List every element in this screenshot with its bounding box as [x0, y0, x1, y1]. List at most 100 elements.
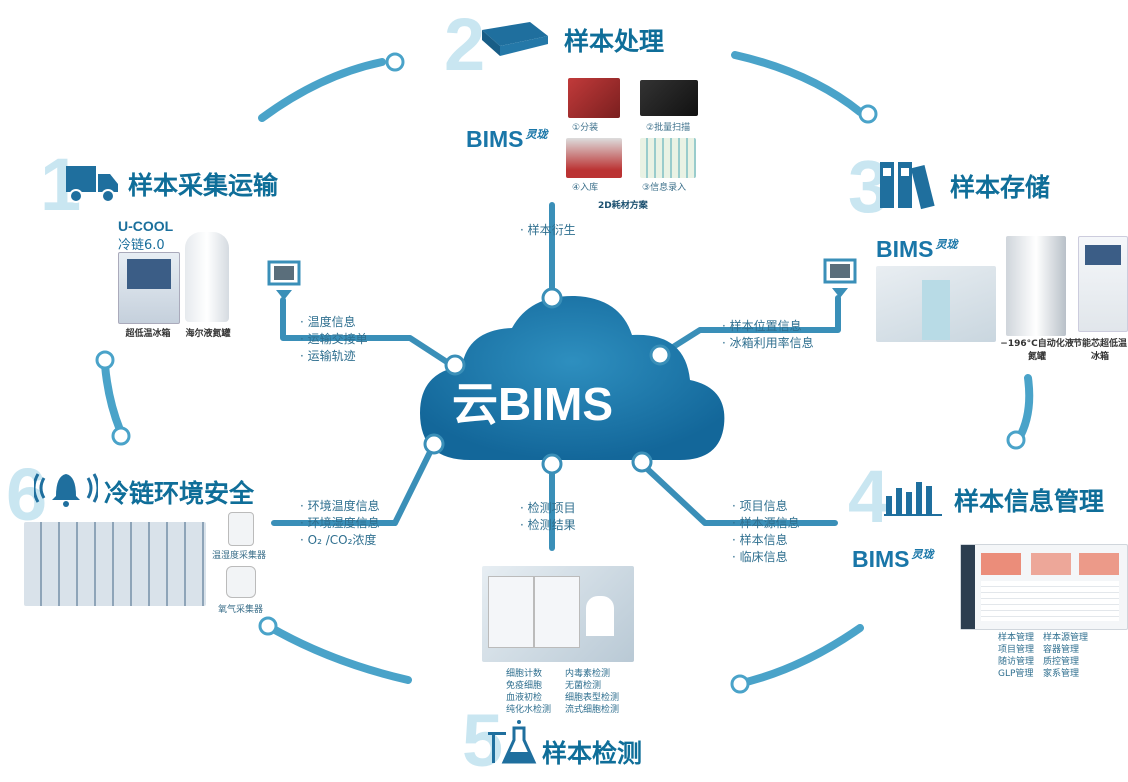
- info-item: 运输轨迹: [300, 348, 368, 365]
- ring-arc-6-1: [101, 361, 124, 434]
- module-list: 样本管理 样本源管理 项目管理 容器管理 随访管理 质控管理 GLP管理 家系管…: [998, 632, 1088, 680]
- info-item: 样本源信息: [732, 515, 800, 532]
- product-label: 海尔液氮罐: [185, 329, 231, 339]
- module-item: GLP管理: [998, 669, 1034, 679]
- ucool-brand: U-COOL: [118, 218, 174, 234]
- oxygen-collector-image: [226, 566, 256, 598]
- monitor-sensor-icon: [823, 258, 857, 298]
- info-item: 检测项目: [520, 500, 576, 517]
- stage3-title: 样本存储: [950, 173, 1051, 202]
- batch-scan-image: [640, 80, 698, 116]
- ring-node: [385, 52, 405, 72]
- test-list: 细胞计数 内毒素检测 免疫细胞 无菌检测 血液初检 细胞表型检测 纯化水检测 流…: [506, 668, 619, 716]
- ucool-sub: 冷链6.0: [118, 238, 165, 253]
- lab-testing-image: [482, 566, 634, 662]
- product-label: −196°C自动化液氮罐: [1000, 339, 1074, 362]
- dashboard-screenshot-image: [960, 544, 1128, 630]
- ring-arc-1-2: [258, 58, 386, 122]
- stage6-title: 冷链环境安全: [104, 479, 255, 508]
- ultra-low-freezer-image: [118, 252, 180, 324]
- stage6-info-list: 环境温度信息 环境湿度信息 O₂ /CO₂浓度: [300, 498, 380, 549]
- aliquot-image: [568, 78, 620, 118]
- module-item: 质控管理: [1043, 657, 1080, 667]
- test-item: 细胞表型检测: [565, 693, 620, 703]
- ring-node: [858, 104, 878, 124]
- stage4-info-list: 项目信息 样本源信息 样本信息 临床信息: [732, 498, 800, 566]
- cloud-port: [541, 453, 563, 475]
- info-item: 样本衍生: [520, 222, 576, 239]
- info-item: 环境温度信息: [300, 498, 380, 515]
- info-item: 环境湿度信息: [300, 515, 380, 532]
- ring-arc-5-6: [264, 622, 412, 684]
- ring-arc-4-5: [734, 624, 864, 688]
- step-label: ②批量扫描: [646, 123, 691, 133]
- step-label: ③信息录入: [642, 183, 687, 193]
- ring-node: [258, 616, 278, 636]
- stage2-title: 样本处理: [564, 27, 665, 56]
- stage4-number: 4: [848, 455, 889, 538]
- info-item: 项目信息: [732, 498, 800, 515]
- step-label: ①分装: [572, 123, 599, 133]
- stage1-title: 样本采集运输: [128, 171, 279, 200]
- stage2-number: 2: [444, 3, 485, 86]
- ring-node: [111, 426, 131, 446]
- module-item: 容器管理: [1043, 645, 1080, 655]
- truck-icon: [66, 166, 118, 203]
- humidity-collector-image: [228, 512, 254, 546]
- stage1-info-list: 温度信息 运输交接单 运输轨迹: [300, 314, 368, 365]
- test-item: 纯化水检测: [506, 705, 552, 715]
- info-item: 样本位置信息: [722, 318, 814, 335]
- test-item: 流式细胞检测: [565, 705, 620, 715]
- flask-icon: [488, 720, 537, 764]
- test-item: 细胞计数: [506, 669, 543, 679]
- ring-node: [95, 350, 115, 370]
- product-label: 节能芯超低温冰箱: [1072, 339, 1127, 362]
- ring-node: [1006, 430, 1026, 450]
- device-label: 温湿度采集器: [212, 551, 267, 561]
- stage2-info-list: 样本衍生: [520, 222, 576, 239]
- energy-freezer-image: [1078, 236, 1128, 332]
- cloud-port: [631, 451, 653, 473]
- test-item: 血液初检: [506, 693, 543, 703]
- storage-image: [566, 138, 622, 178]
- stage5-number: 5: [462, 699, 503, 782]
- cloud-port: [541, 287, 563, 309]
- cloud-port: [423, 433, 445, 455]
- ring-node: [730, 674, 750, 694]
- step-label: ④入库: [572, 183, 599, 193]
- stage6-number: 6: [6, 453, 47, 536]
- stage3-info-list: 样本位置信息 冰箱利用率信息: [722, 318, 814, 352]
- data-entry-image: [640, 138, 696, 178]
- info-item: O₂ /CO₂浓度: [300, 532, 380, 549]
- info-item: 临床信息: [732, 549, 800, 566]
- tube-rack-icon: [482, 22, 548, 56]
- product-label: 超低温冰箱: [125, 329, 171, 339]
- binders-icon: [880, 162, 935, 210]
- test-item: 免疫细胞: [506, 681, 543, 691]
- consumable-caption: 2D耗材方案: [598, 201, 648, 211]
- bar-chart-icon: [884, 482, 942, 516]
- freezer-room-image: [24, 522, 206, 606]
- device-label: 氧气采集器: [218, 605, 264, 615]
- module-item: 家系管理: [1043, 669, 1080, 679]
- cloud-label: 云BIMS: [452, 378, 613, 430]
- alarm-bell-icon: [34, 473, 98, 507]
- stage5-title: 样本检测: [542, 739, 643, 768]
- module-item: 随访管理: [998, 657, 1035, 667]
- ring-arc-2-3: [731, 51, 864, 116]
- module-item: 样本管理: [998, 633, 1035, 643]
- stage4-title: 样本信息管理: [954, 487, 1105, 516]
- info-item: 检测结果: [520, 517, 576, 534]
- cloud-port: [444, 354, 466, 376]
- module-item: 样本源管理: [1043, 633, 1089, 643]
- cloud-shape: [420, 295, 725, 460]
- info-item: 样本信息: [732, 532, 800, 549]
- test-item: 无菌检测: [565, 681, 602, 691]
- ring-arc-3-4: [1014, 374, 1034, 444]
- cloud-port: [649, 344, 671, 366]
- monitor-sensor-icon: [267, 260, 301, 300]
- info-item: 冰箱利用率信息: [722, 335, 814, 352]
